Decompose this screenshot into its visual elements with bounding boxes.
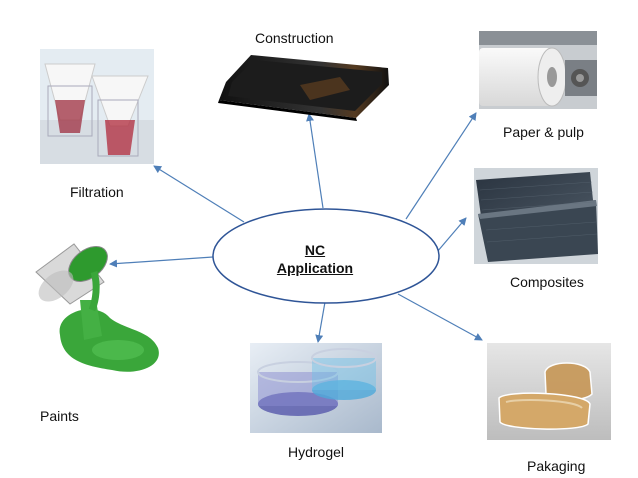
paper-pulp-label: Paper & pulp <box>503 124 584 140</box>
packaging-label: Pakaging <box>527 458 586 474</box>
filtration-image <box>40 49 154 164</box>
construction-label: Construction <box>255 30 334 46</box>
composites-image <box>474 168 598 264</box>
arrow-to-packaging <box>397 293 483 341</box>
center-title: NC Application <box>240 241 390 277</box>
filtration-label: Filtration <box>70 184 124 200</box>
arrow-to-hydrogel <box>315 301 326 343</box>
construction-image <box>218 55 389 121</box>
hydrogel-image <box>250 343 382 433</box>
center-title-line1: NC <box>304 242 326 258</box>
arrow-to-paints <box>109 256 214 268</box>
paints-label: Paints <box>40 408 79 424</box>
arrow-to-paper <box>405 112 477 220</box>
paper-pulp-image <box>479 31 597 109</box>
composites-label: Composites <box>510 274 584 290</box>
hydrogel-label: Hydrogel <box>288 444 345 460</box>
center-title-line2: Application <box>276 260 354 276</box>
arrow-to-filtration <box>153 165 245 223</box>
paints-image <box>35 243 159 372</box>
arrow-to-composites <box>436 217 467 253</box>
connector-arrows <box>109 112 483 343</box>
center-ellipse <box>212 208 440 304</box>
packaging-image <box>487 343 611 440</box>
arrow-to-construction <box>306 113 324 209</box>
